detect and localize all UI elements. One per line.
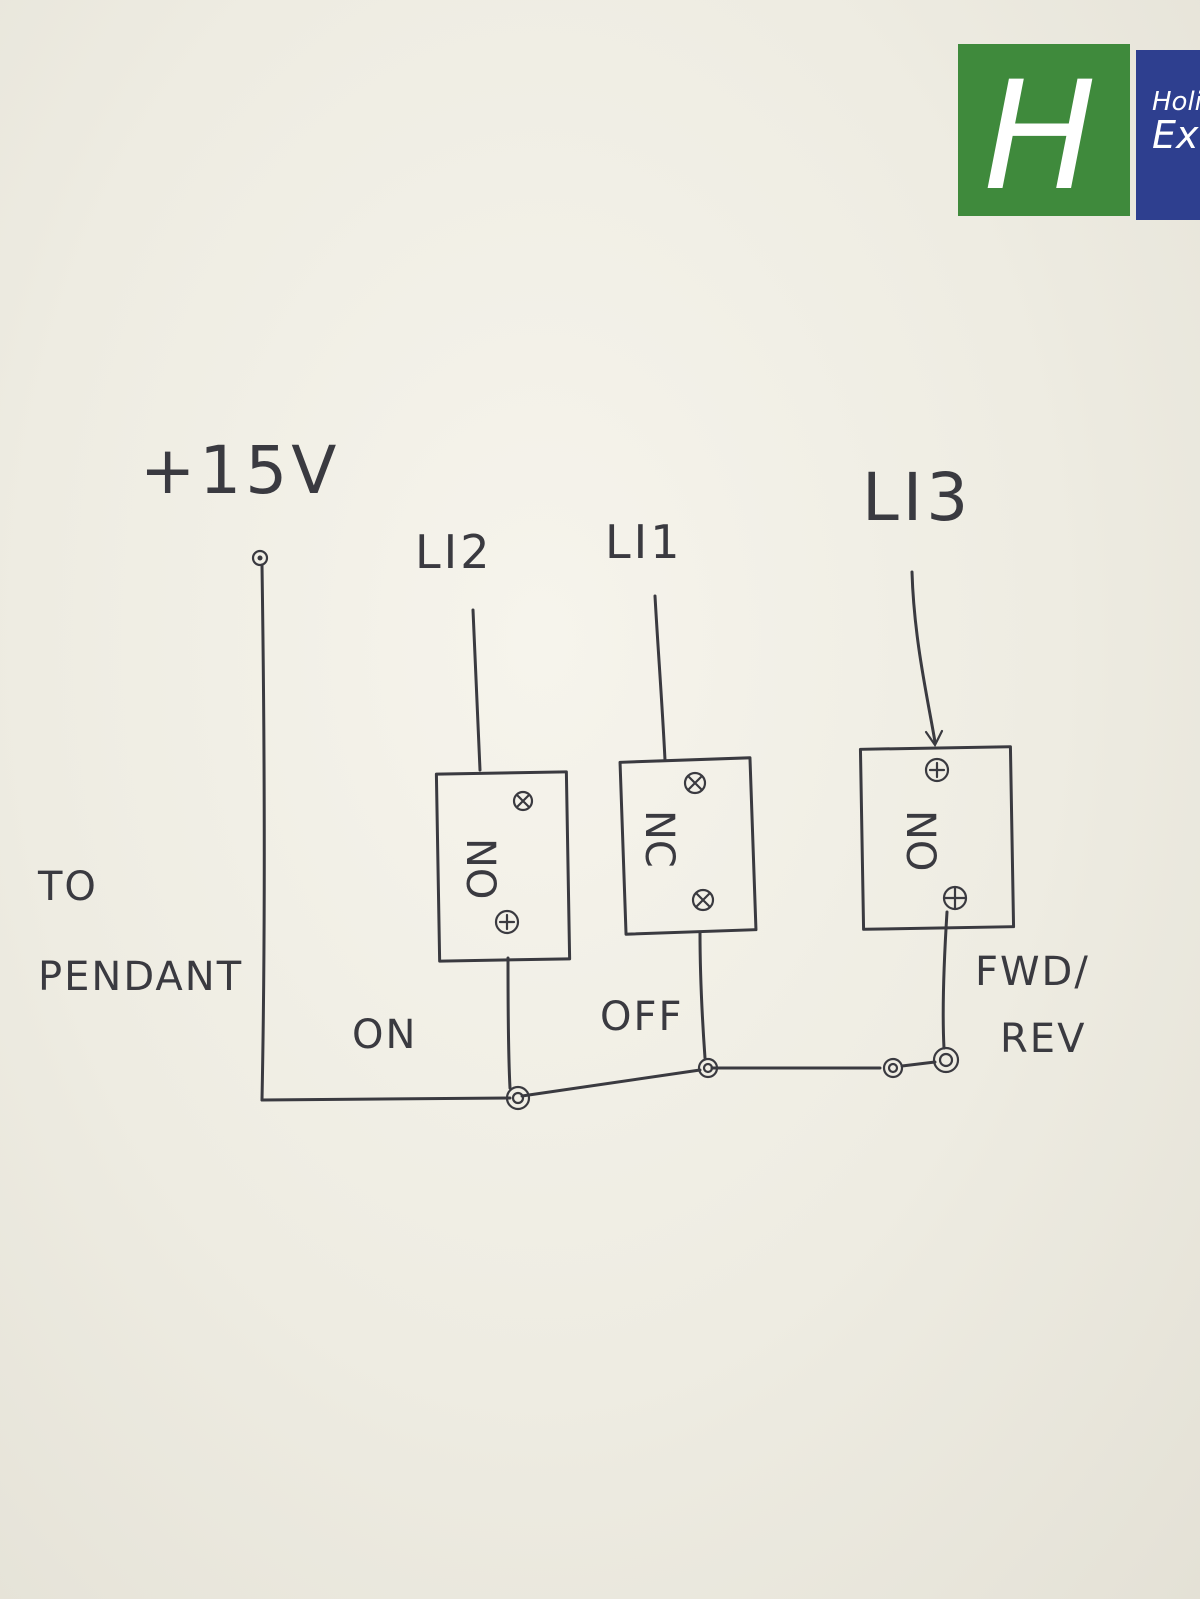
switch-li3-top-screw <box>924 757 950 783</box>
switch-li1-input-wire <box>653 594 667 762</box>
power-label: +15V <box>140 432 340 509</box>
switch-li1-output-wire <box>698 930 707 1060</box>
bus-wire-2 <box>520 1068 702 1098</box>
pendant-label-line1: TO <box>37 864 98 910</box>
switch-li1-body <box>618 756 758 936</box>
logo-green-square <box>958 44 1130 216</box>
logo-text-line2: Ex <box>1152 113 1199 157</box>
bus-wire-1 <box>260 1096 512 1102</box>
switch-li3-bottom-screw <box>942 885 968 911</box>
power-terminal <box>251 549 269 567</box>
logo-blue-panel <box>1136 50 1200 220</box>
logo-text-line1: Holi <box>1152 87 1200 117</box>
power-terminal-dot <box>257 555 263 561</box>
switch-li3-contact-label: NO <box>897 810 943 871</box>
switch-li2-bottom-screw <box>494 909 520 935</box>
switch-li3-arrowhead <box>924 729 944 748</box>
fwd-rev-label-line1: FWD/ <box>975 949 1090 995</box>
state-label-off: OFF <box>600 994 684 1040</box>
junction-off <box>697 1057 719 1079</box>
switch-li2-top-screw <box>512 790 534 812</box>
switch-li2: NO <box>434 608 572 1090</box>
switch-li2-contact-label: NO <box>457 838 503 899</box>
switch-li1-top-screw <box>683 771 707 795</box>
hotel-logo: H Holi Ex <box>958 44 1200 224</box>
logo-mark: H <box>984 50 1097 224</box>
switch-li2-input-wire <box>471 608 482 772</box>
switch-label-li1: LI1 <box>605 515 682 569</box>
switch-li2-output-wire <box>506 956 512 1090</box>
bus-wire-4 <box>900 1060 937 1068</box>
fwd-rev-label-line2: REV <box>1000 1016 1086 1062</box>
switch-li1-contact-label: NC <box>636 810 682 868</box>
switch-li2-body <box>434 770 572 963</box>
junction-fwd-b <box>932 1046 960 1074</box>
junction-on <box>505 1085 531 1111</box>
switch-label-li3: LI3 <box>862 459 972 536</box>
switch-li3: NO <box>858 570 1016 1050</box>
switch-li1: NC <box>618 594 758 1060</box>
power-wire <box>260 563 266 1102</box>
state-label-on: ON <box>352 1012 417 1058</box>
junction-fwd-a <box>882 1057 904 1079</box>
pendant-label-line2: PENDANT <box>38 954 243 1000</box>
switch-li3-output-wire <box>941 910 949 1050</box>
switch-li3-body <box>858 745 1016 931</box>
switch-li3-input-wire <box>910 570 937 744</box>
switch-label-li2: LI2 <box>415 525 492 579</box>
switch-li1-bottom-screw <box>691 888 715 912</box>
